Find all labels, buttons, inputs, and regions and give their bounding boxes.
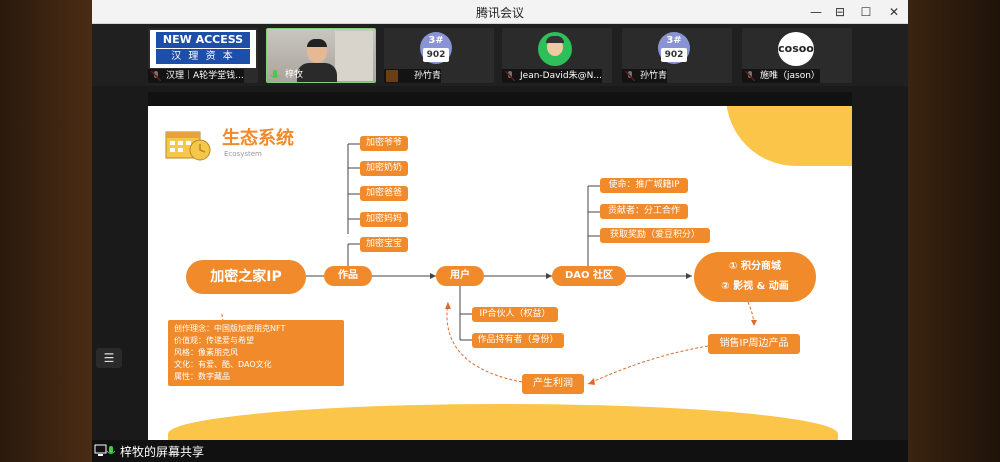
participant-tile-active[interactable]: 梓牧 (266, 28, 376, 83)
participant-name: 孙竹青 (622, 69, 668, 83)
works-item: 加密奶奶 (360, 161, 408, 176)
screen-share-label: 梓牧的屏幕共享 (120, 445, 205, 459)
output-item: ① 积分商城 (729, 261, 781, 272)
avatar: 3#902 (420, 32, 452, 64)
dao-item: 贡献者：分工合作 (600, 204, 688, 219)
logo-text-line2: 汉 理 资 本 (156, 49, 250, 64)
new-access-logo: NEW ACCESS 汉 理 资 本 (150, 30, 256, 68)
screen-share-icon (94, 444, 116, 456)
output-node: ① 积分商城 ② 影视 & 动画 (694, 252, 816, 302)
participant-strip: NEW ACCESS 汉 理 资 本 汉理｜A轮学堂钱... 梓牧 3#902 … (92, 24, 908, 86)
profit-node: 产生利润 (522, 374, 584, 394)
desktop-background-left (0, 0, 92, 462)
works-item: 加密爷爷 (360, 136, 408, 151)
info-line: 创作理念：中国版加密朋克NFT (174, 324, 286, 333)
info-line: 属性：数字藏品 (174, 372, 230, 381)
user-item: IP合伙人（权益） (472, 307, 558, 322)
logo-text-line1: NEW ACCESS (156, 32, 250, 48)
info-line: 风格：像素朋克风 (174, 348, 238, 357)
participant-tile[interactable]: cosoo 施唯（jason） (742, 28, 852, 83)
pin-icon[interactable]: ⊟ (834, 5, 846, 19)
shared-slide: 生态系统 Ecosystem (148, 106, 852, 440)
ip-info-box: 创作理念：中国版加密朋克NFT 价值观：传递爱与希望 风格：像素朋克风 文化：有… (168, 320, 344, 386)
participant-name: 梓牧 (285, 70, 304, 80)
meeting-window: 腾讯会议 — ⊟ ☐ ✕ NEW ACCESS 汉 理 资 本 汉理｜A轮学堂钱… (92, 0, 908, 462)
menu-list-icon[interactable]: ☰ (96, 348, 122, 368)
sales-node: 销售IP周边产品 (708, 334, 800, 354)
works-node: 作品 (324, 266, 372, 286)
dao-item: 获取奖励（爱豆积分） (600, 228, 710, 243)
slide-title: 生态系统 (222, 128, 294, 149)
participant-tile[interactable]: 3#902 孙竹青 (384, 28, 494, 83)
camera-video (267, 29, 375, 82)
avatar-badge-bottom: 902 (423, 48, 449, 62)
footer-bar: 梓牧的屏幕共享 (92, 440, 908, 462)
desktop-background-right (908, 0, 1000, 462)
main-node-ip: 加密之家IP (186, 260, 306, 294)
participant-name: 汉理｜A轮学堂钱... (148, 69, 244, 83)
avatar (538, 32, 572, 66)
slide-top-bar (148, 92, 852, 106)
calendar-icon (165, 131, 211, 161)
screen-share-area: 生态系统 Ecosystem (92, 86, 908, 440)
works-item: 加密宝宝 (360, 237, 408, 252)
works-item: 加密妈妈 (360, 212, 408, 227)
participant-name: 施唯（jason） (742, 69, 820, 83)
mic-on-icon (270, 70, 280, 78)
dao-item: 使命：推广城籍IP (600, 178, 688, 193)
works-item: 加密爸爸 (360, 186, 408, 201)
avatar: 3#902 (658, 32, 690, 64)
avatar-badge-top: 3# (666, 35, 682, 46)
close-icon[interactable]: ✕ (888, 5, 900, 19)
info-line: 价值观：传递爱与希望 (174, 336, 254, 345)
participant-tile[interactable]: 3#902 孙竹青 (622, 28, 732, 83)
slide-subtitle: Ecosystem (224, 150, 262, 158)
user-node: 用户 (436, 266, 484, 286)
participant-name: Jean-David朱@N... (502, 69, 602, 83)
flow-connectors (221, 143, 757, 385)
info-line: 文化：有爱、酷、DAO文化 (174, 360, 272, 369)
maximize-icon[interactable]: ☐ (860, 5, 872, 19)
title-bar: 腾讯会议 — ⊟ ☐ ✕ (92, 0, 908, 24)
avatar-badge-bottom: 902 (661, 48, 687, 62)
minimize-icon[interactable]: — (810, 5, 822, 19)
dao-node: DAO 社区 (552, 266, 626, 286)
participant-tile[interactable]: NEW ACCESS 汉 理 资 本 汉理｜A轮学堂钱... (148, 28, 258, 83)
cosoo-logo: cosoo (778, 32, 814, 66)
participant-name: 孙竹青 (384, 69, 442, 83)
user-item: 作品持有者（身份） (472, 333, 564, 348)
output-item: ② 影视 & 动画 (721, 281, 789, 292)
window-title: 腾讯会议 (475, 6, 524, 20)
avatar-badge-top: 3# (428, 35, 444, 46)
participant-tile[interactable]: Jean-David朱@N... (502, 28, 612, 83)
